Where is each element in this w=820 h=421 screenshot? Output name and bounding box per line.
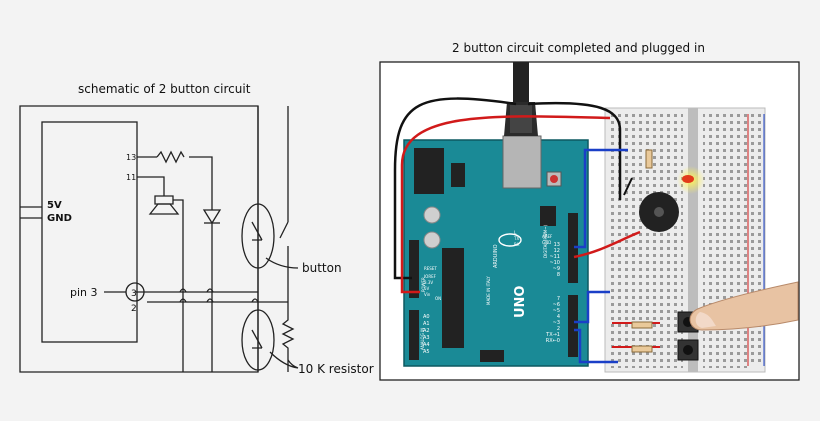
pin-label-6: ~6 — [553, 302, 560, 308]
pin-label-a3: A3 — [423, 335, 430, 341]
pin-label-3: ~3 — [553, 320, 560, 326]
pin-label-a2: A2 — [423, 328, 430, 334]
voltage-regulator — [451, 163, 465, 187]
pin-label-2: 2 — [557, 326, 560, 332]
label-gnd: GND — [47, 213, 72, 224]
board-analog-label: ANALOG IN — [420, 328, 425, 350]
pin-label-0: RX←0 — [546, 338, 560, 344]
board-l-label: L — [514, 230, 517, 235]
power-header — [409, 240, 419, 298]
usb-cable — [504, 62, 538, 136]
resistor-2 — [631, 345, 653, 353]
board-name: UNO — [513, 286, 528, 319]
pin-label-10: ~10 — [549, 260, 560, 266]
fingernail — [695, 312, 716, 328]
pin-label-13: 13 — [554, 242, 560, 248]
board-made-in: MADE IN ITALY — [486, 276, 491, 305]
label-pin3: 3 — [131, 289, 137, 299]
photo-panel: UNO ARDUINO MADE IN ITALY DIGITAL (PWM~)… — [379, 61, 800, 381]
red-wire-pin11 — [573, 230, 641, 259]
label-pin3-text: pin 3 — [70, 286, 98, 299]
pin-label-a1: A1 — [423, 321, 430, 327]
pin-label-a5: A5 — [423, 349, 430, 355]
photo-title: 2 button circuit completed and plugged i… — [452, 41, 705, 55]
power-jack — [414, 148, 444, 194]
red-wire-5v — [400, 115, 611, 294]
pin-label-5: ~5 — [553, 308, 560, 314]
breadboard-center-channel — [688, 108, 698, 372]
analog-header — [409, 310, 419, 360]
board-ioref-label: IOREF — [424, 274, 437, 279]
usb-connector — [502, 135, 542, 189]
analog-pin-labels: A0 A1 A2 A3 A4 A5 — [423, 314, 430, 355]
switch-symbol — [279, 106, 289, 300]
led — [682, 175, 694, 183]
resistor-10k-symbol — [281, 300, 295, 372]
pin-label-4: 4 — [557, 314, 560, 320]
resistor-led — [645, 149, 653, 169]
icsp-header-2 — [540, 206, 556, 226]
led-symbol — [202, 209, 222, 225]
button-leader — [265, 257, 299, 269]
black-wire-gnd — [393, 97, 517, 280]
speaker-symbol — [154, 195, 174, 205]
schematic-title: schematic of 2 button circuit — [78, 82, 251, 96]
arduino-uno-board: UNO ARDUINO MADE IN ITALY DIGITAL (PWM~)… — [403, 135, 589, 367]
blue-wire-pin3 — [574, 290, 610, 324]
capacitor-1 — [423, 206, 441, 224]
board-vin-label: Vin — [424, 292, 431, 297]
pin-label-1: TX→1 — [545, 332, 560, 338]
board-gnd-label: GND — [542, 240, 551, 245]
label-button: button — [302, 261, 342, 275]
button-symbol-1 — [241, 203, 275, 269]
pin-label-a0: A0 — [423, 314, 430, 320]
label-pin2: 2 — [131, 304, 137, 314]
board-33v-label: 3.3V — [424, 280, 433, 285]
label-pin11: 11 — [126, 173, 136, 182]
board-tx-label: TX — [513, 236, 519, 241]
black-jumper — [623, 177, 633, 196]
breadboard-rail-holes — [750, 114, 762, 366]
pin-label-11: ~11 — [549, 254, 560, 260]
atmega-chip — [442, 248, 464, 348]
board-5v-label: 5V — [424, 286, 430, 291]
label-resistor: 10 K resistor — [298, 362, 374, 376]
icsp-header — [480, 350, 504, 362]
resistor-1 — [631, 321, 653, 329]
board-reset-label: RESET — [424, 266, 437, 271]
board-aref-label: AREF — [542, 234, 553, 239]
pin-label-a4: A4 — [423, 342, 430, 348]
pin-label-9: ~9 — [553, 266, 560, 272]
label-5v: 5V — [47, 200, 62, 211]
power-leads — [20, 206, 42, 219]
resistor-symbol — [156, 150, 185, 164]
capacitor-2 — [423, 231, 441, 249]
resistor-leader — [269, 351, 299, 369]
board-rx-label: RX — [514, 242, 520, 247]
board-brand: ARDUINO — [493, 244, 499, 268]
pin-label-7: 7 — [557, 296, 560, 302]
digital-header-bottom — [568, 295, 578, 357]
digital-header-top — [568, 213, 578, 283]
arduino-chip-box — [41, 121, 138, 343]
black-wire-breadboard — [527, 101, 622, 200]
pin-label-8: 8 — [557, 272, 560, 278]
board-digital-label: DIGITAL (PWM~) — [543, 224, 548, 258]
schematic-frame — [19, 105, 259, 373]
finger — [689, 281, 799, 331]
blue-wire-pin2 — [574, 328, 618, 364]
digital-pin-labels: 13 12 ~11 ~10 ~9 8 7 ~6 ~5 4 ~3 2 TX→1 R… — [545, 242, 560, 344]
pin-label-12: 12 — [554, 248, 560, 254]
arduino-logo — [498, 233, 522, 247]
button-symbol-2 — [241, 309, 275, 371]
schematic — [19, 105, 299, 373]
label-pin13: 13 — [126, 153, 136, 162]
board-on-label: ON — [435, 296, 441, 301]
board-power-label: POWER — [421, 277, 426, 292]
blue-wire-pin13 — [574, 148, 628, 249]
